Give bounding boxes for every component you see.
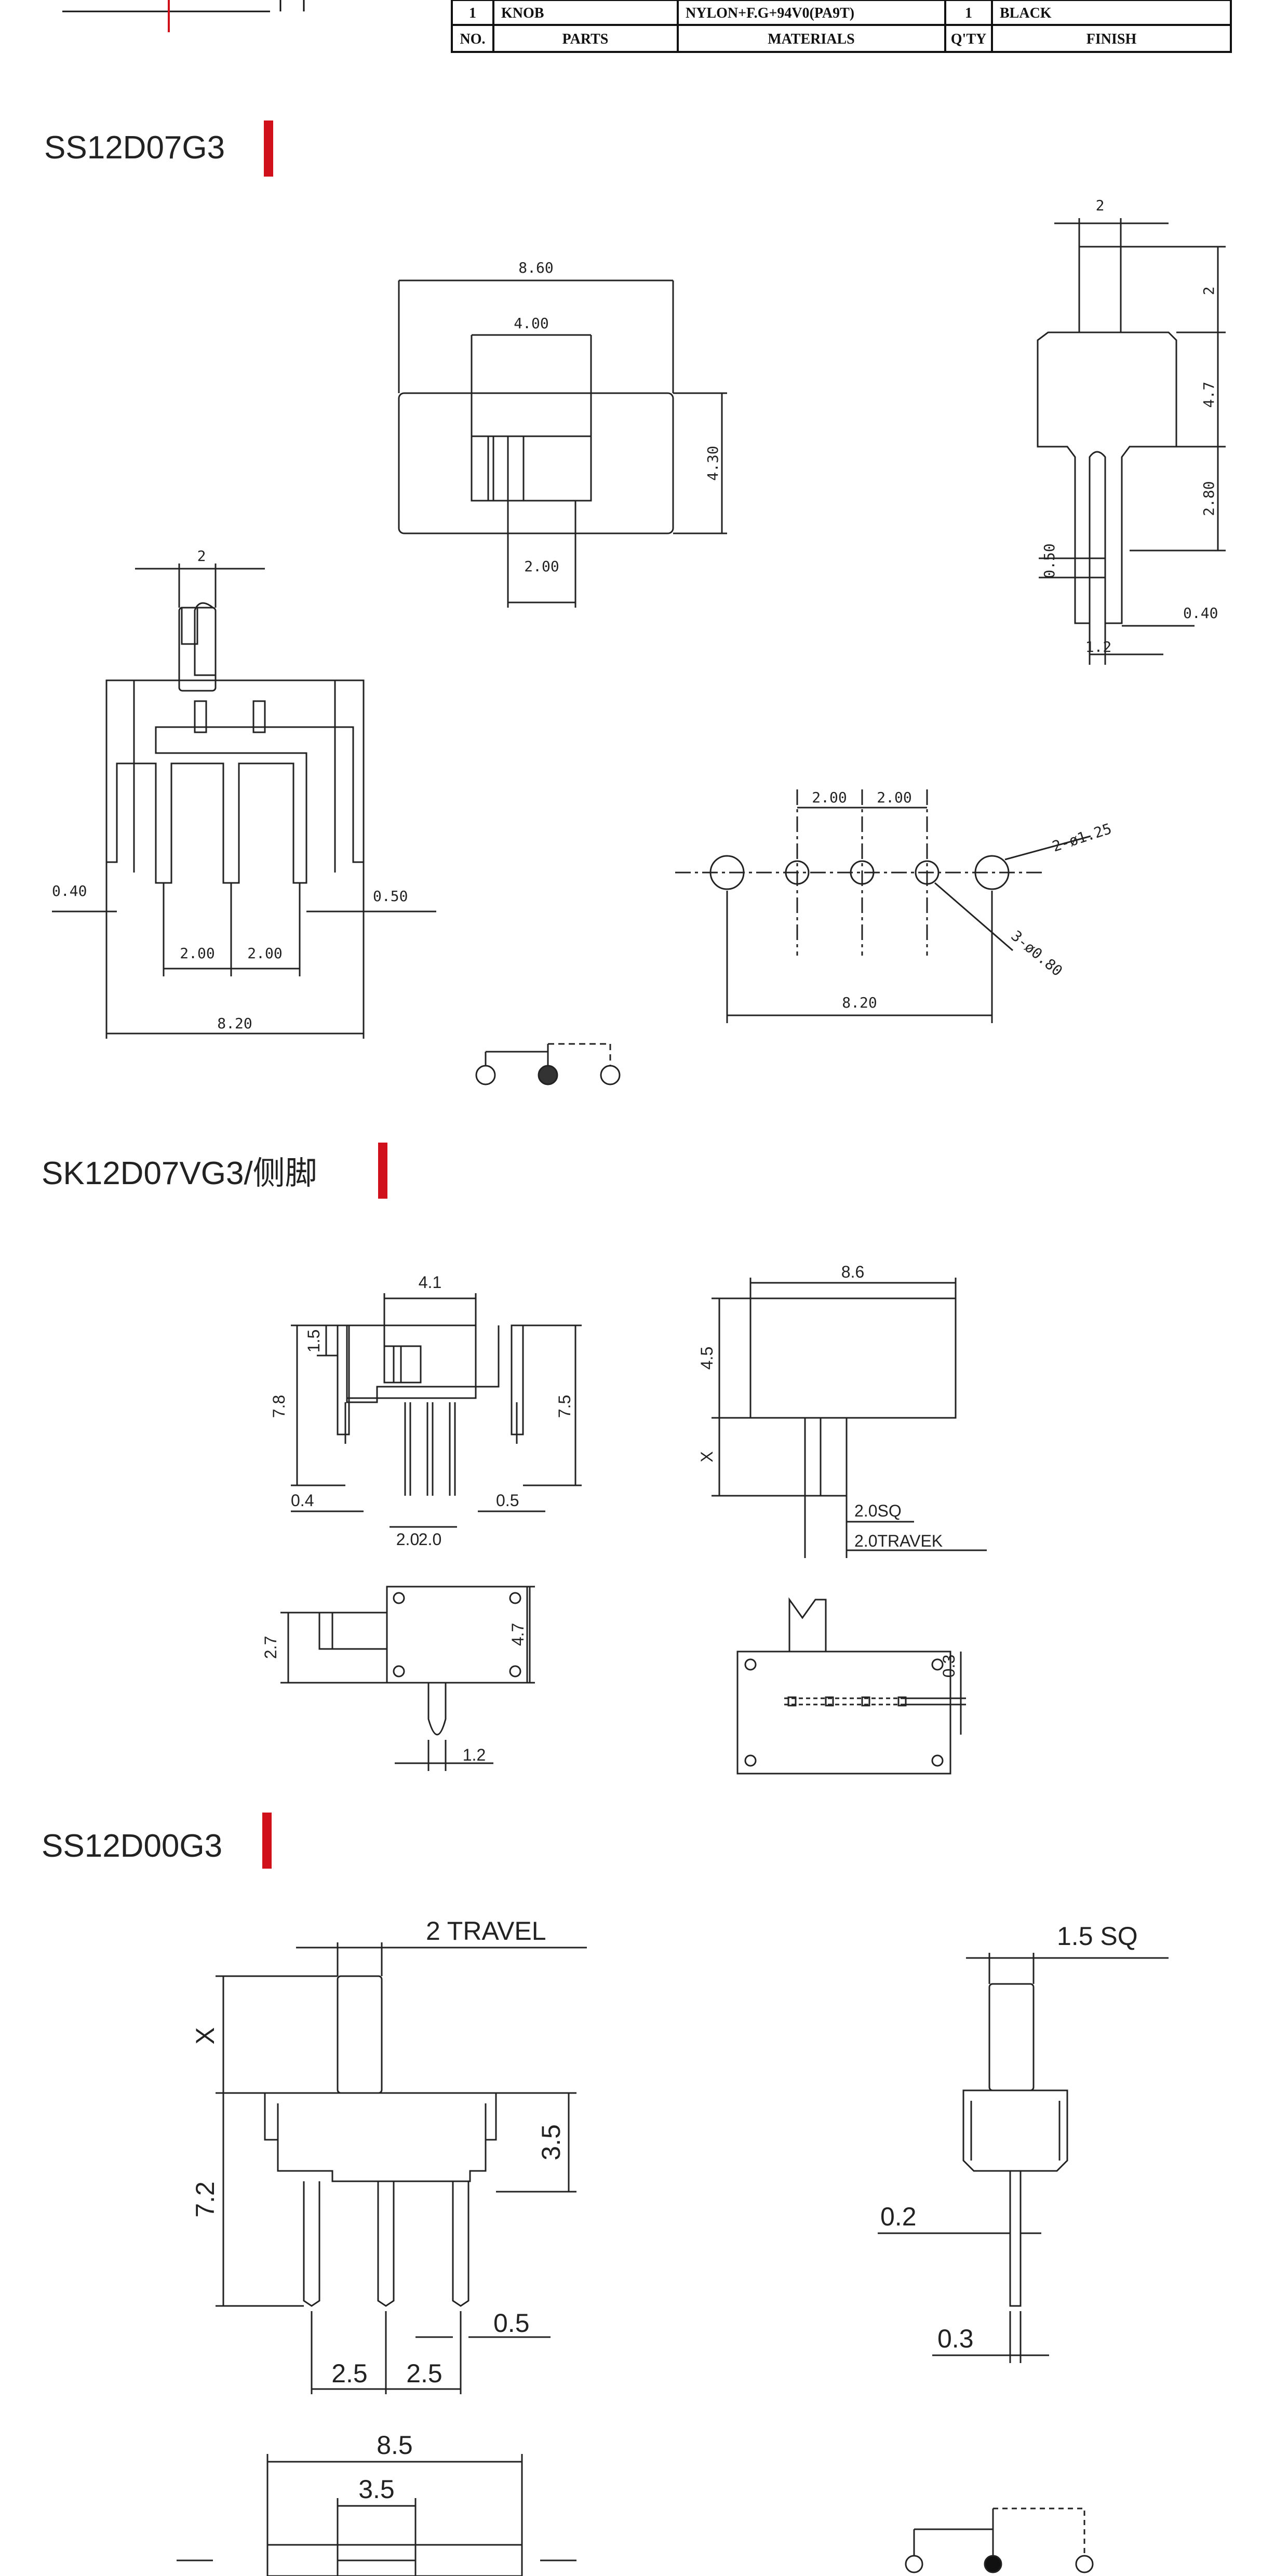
dim-02: 0.2 <box>880 2202 917 2231</box>
dim-15: 1.5 <box>304 1330 323 1352</box>
dim-x: X <box>191 2027 220 2044</box>
dim-side-top: 2 <box>1096 197 1105 214</box>
dim-height: 4.30 <box>704 446 721 480</box>
section-marker <box>264 120 273 177</box>
section-marker <box>262 1813 272 1869</box>
section-title: SS12D00G3 <box>42 1828 222 1864</box>
row-finish: BLACK <box>1000 5 1052 21</box>
row-no: 1 <box>469 5 476 21</box>
dim-side-body: 4.7 <box>1200 382 1217 408</box>
dim-41: 4.1 <box>419 1273 441 1292</box>
row-material: NYLON+F.G+94V0(PA9T) <box>686 5 854 21</box>
dim-47: 4.7 <box>508 1623 527 1646</box>
dim-35: 3.5 <box>536 2124 566 2161</box>
dim-72: 7.2 <box>191 2181 220 2218</box>
dim-03: 0.3 <box>940 1655 958 1678</box>
dim-45: 4.5 <box>697 1347 716 1370</box>
section-ss12d07g3: SS12D07G3 <box>44 120 1226 1085</box>
dim-85: 8.5 <box>377 2431 413 2460</box>
dim-pin-050: 0.50 <box>373 888 408 905</box>
dim-front-width: 8.60 <box>518 259 553 276</box>
dim-05: 0.5 <box>493 2309 530 2338</box>
dim-pcb-total: 8.20 <box>842 994 877 1011</box>
schematic-ss12d07g3 <box>475 1043 621 1085</box>
dim-pin-040: 0.40 <box>52 882 87 900</box>
dim-78: 7.8 <box>270 1395 288 1418</box>
dim-20a: 2.0 <box>396 1530 419 1549</box>
dim-side-pin: 2.80 <box>1200 481 1217 516</box>
dim-side-2: 2 <box>1200 287 1217 296</box>
dim-12: 1.2 <box>463 1746 486 1764</box>
dim-total: 8.20 <box>217 1015 252 1032</box>
row-qty: 1 <box>965 5 972 21</box>
section-marker <box>378 1143 387 1199</box>
row-part: KNOB <box>501 5 544 21</box>
dim-86: 8.6 <box>841 1263 864 1281</box>
dim-35b: 3.5 <box>358 2475 395 2504</box>
section-ss12d00g3: SS12D00G3 <box>42 1813 1169 2576</box>
dim-20b: 2.0 <box>419 1530 441 1549</box>
dim-knob-top: 2 <box>197 547 206 565</box>
header-finish: FINISH <box>1086 31 1137 47</box>
header-part: PARTS <box>562 31 609 47</box>
parts-table: 1 KNOB NYLON+F.G+94V0(PA9T) 1 BLACK NO. … <box>62 0 1232 53</box>
dim-pitch-b: 2.00 <box>247 945 282 962</box>
section-title: SS12D07G3 <box>44 130 225 166</box>
header-no: NO. <box>460 31 486 47</box>
dim-pcb-pitch-a: 2.00 <box>812 789 847 806</box>
dim-travel: 2.0TRAVEK <box>854 1532 943 1550</box>
dim-travel: 2 TRAVEL <box>426 1916 546 1946</box>
dim-25a: 2.5 <box>331 2359 368 2388</box>
dim-x: X <box>697 1451 716 1462</box>
dim-slot-width: 4.00 <box>514 315 548 332</box>
dim-sq: 1.5 SQ <box>1057 1922 1138 1951</box>
dim-03: 0.3 <box>937 2324 974 2353</box>
dim-75: 7.5 <box>555 1395 574 1418</box>
dim-pcb-pitch-b: 2.00 <box>877 789 911 806</box>
dim-05: 0.5 <box>496 1491 519 1510</box>
header-material: MATERIALS <box>768 31 855 47</box>
dim-pcb-big-hole: 2-ø1.25 <box>1050 820 1113 855</box>
dim-side-12: 1.2 <box>1085 638 1112 655</box>
section-title: SK12D07VG3/侧脚 <box>42 1156 317 1191</box>
dim-knob-width: 2.00 <box>524 558 559 575</box>
schematic-ss12d00g3 <box>905 2507 1094 2573</box>
dim-27: 2.7 <box>261 1636 280 1659</box>
dim-side-050: 0.50 <box>1041 543 1058 578</box>
header-qty: Q'TY <box>951 31 986 47</box>
dim-pcb-small-hole: 3-ø0.80 <box>1008 927 1066 980</box>
dim-sq: 2.0SQ <box>854 1501 902 1520</box>
section-sk12d07vg3: SK12D07VG3/侧脚 <box>42 1143 987 1775</box>
dim-25b: 2.5 <box>406 2359 442 2388</box>
dim-side-040: 0.40 <box>1183 605 1218 622</box>
dim-pitch-a: 2.00 <box>180 945 214 962</box>
dim-04: 0.4 <box>291 1491 314 1510</box>
